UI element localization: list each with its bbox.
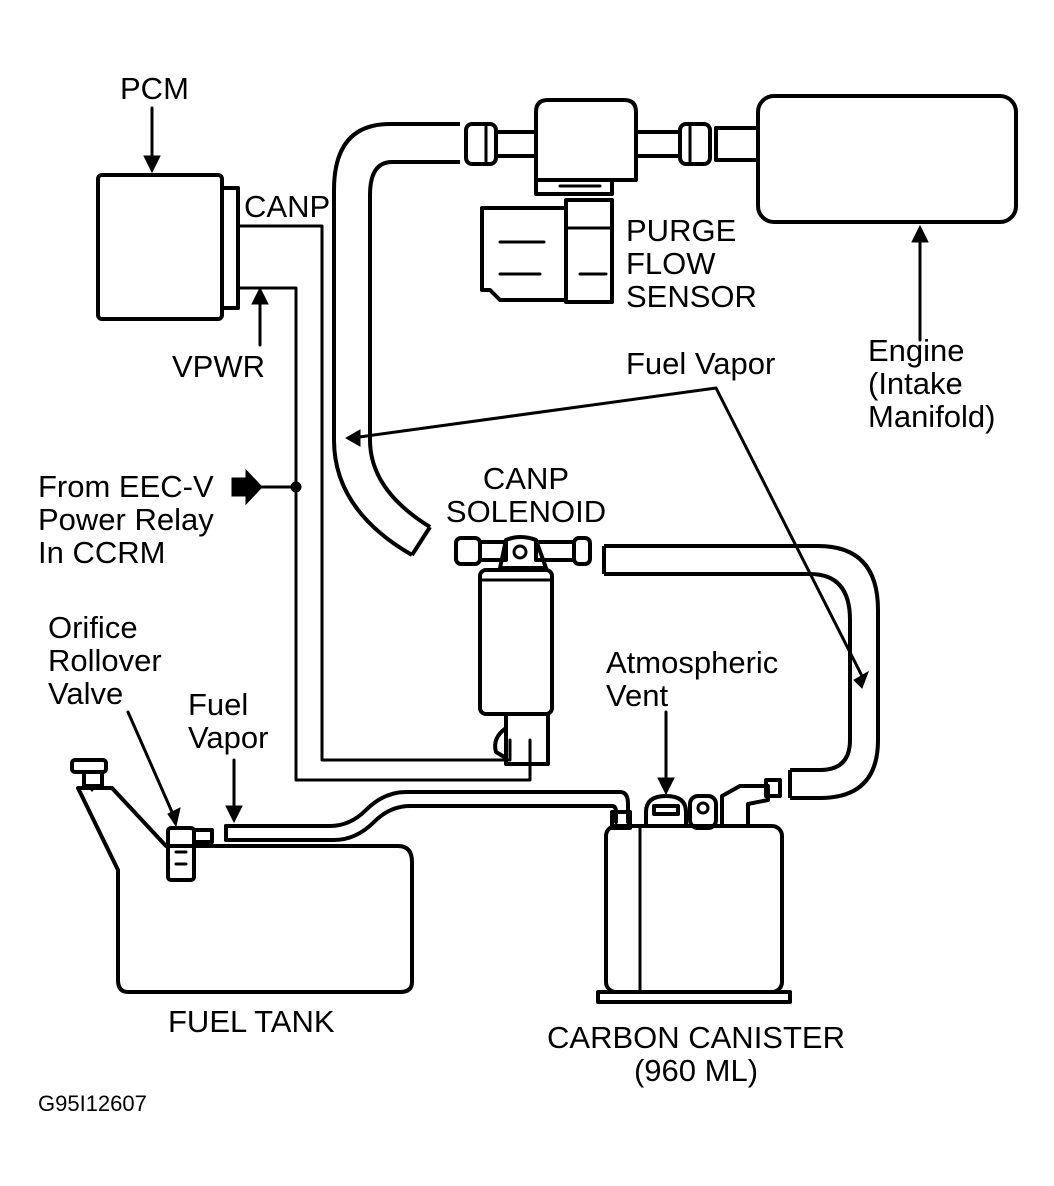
- orifice-valve-line-3: Valve: [48, 676, 124, 711]
- power-relay-label: From EEC-V Power Relay In CCRM: [38, 470, 214, 569]
- pcm-arrow: [143, 106, 161, 174]
- purge-flow-sensor-line-2: FLOW: [626, 246, 716, 281]
- engine-line-3: Manifold): [868, 399, 996, 434]
- engine-arrow: [911, 224, 929, 342]
- fuel-vapor-main-label: Fuel Vapor: [626, 346, 776, 381]
- power-relay-line-1: From EEC-V: [38, 469, 214, 504]
- canp-solenoid-line-1: CANP: [482, 461, 570, 496]
- fuel-tank-label: FUEL TANK: [168, 1004, 335, 1039]
- fuel-vapor-tank-line-1: Fuel: [188, 687, 249, 722]
- power-relay-arrow: [231, 468, 302, 506]
- carbon-canister: [596, 778, 792, 1004]
- vpwr-wire: [236, 286, 532, 782]
- canp-label: CANP: [244, 189, 331, 224]
- orifice-valve-arrow: [126, 710, 181, 828]
- pcm-module: [96, 173, 240, 321]
- purge-flow-sensor-line-3: SENSOR: [626, 279, 757, 314]
- orifice-valve-line-1: Orifice: [48, 610, 138, 645]
- canp-solenoid: [454, 535, 592, 766]
- engine-label: Engine (Intake Manifold): [868, 334, 996, 433]
- atmospheric-vent-label: Atmospheric Vent: [606, 646, 778, 712]
- atmospheric-vent-arrow: [657, 710, 675, 796]
- carbon-canister-label: CARBON CANISTER (960 ML): [530, 1021, 862, 1087]
- fuel-vapor-arrows: [344, 386, 869, 689]
- power-relay-line-2: Power Relay: [38, 502, 214, 537]
- figure-id-label: G95I12607: [38, 1091, 147, 1116]
- orifice-valve-line-2: Rollover: [48, 643, 162, 678]
- carbon-canister-line-1: CARBON CANISTER: [547, 1020, 845, 1055]
- purge-flow-sensor-label: PURGE FLOW SENSOR: [626, 214, 757, 313]
- engine-line-2: (Intake: [868, 366, 963, 401]
- fuel-vapor-tank-label: Fuel Vapor: [188, 688, 268, 754]
- purge-flow-sensor-line-1: PURGE: [626, 213, 737, 248]
- solenoid-to-canister-hose: [602, 544, 880, 800]
- engine-intake-manifold: [714, 94, 1018, 224]
- carbon-canister-line-2: (960 ML): [633, 1053, 759, 1088]
- vpwr-label: VPWR: [172, 349, 265, 384]
- canp-solenoid-label: CANP SOLENOID: [436, 462, 616, 528]
- canp-wire: [236, 224, 512, 762]
- power-relay-line-3: In CCRM: [38, 535, 166, 570]
- orifice-rollover-valve: [166, 826, 214, 882]
- atmospheric-vent-line-1: Atmospheric: [606, 645, 779, 680]
- purge-flow-sensor: [464, 98, 712, 304]
- tank-vapor-line: [224, 790, 630, 842]
- orifice-valve-label: Orifice Rollover Valve: [48, 611, 162, 710]
- fuel-vapor-tank-line-2: Vapor: [188, 720, 269, 755]
- vpwr-arrow: [251, 286, 269, 347]
- fuel-vapor-tank-arrow: [225, 758, 243, 824]
- atmospheric-vent-line-2: Vent: [606, 678, 669, 713]
- pcm-label: PCM: [120, 71, 189, 106]
- fuel-tank: [70, 758, 414, 994]
- canp-solenoid-line-2: SOLENOID: [445, 494, 607, 529]
- engine-line-1: Engine: [868, 333, 965, 368]
